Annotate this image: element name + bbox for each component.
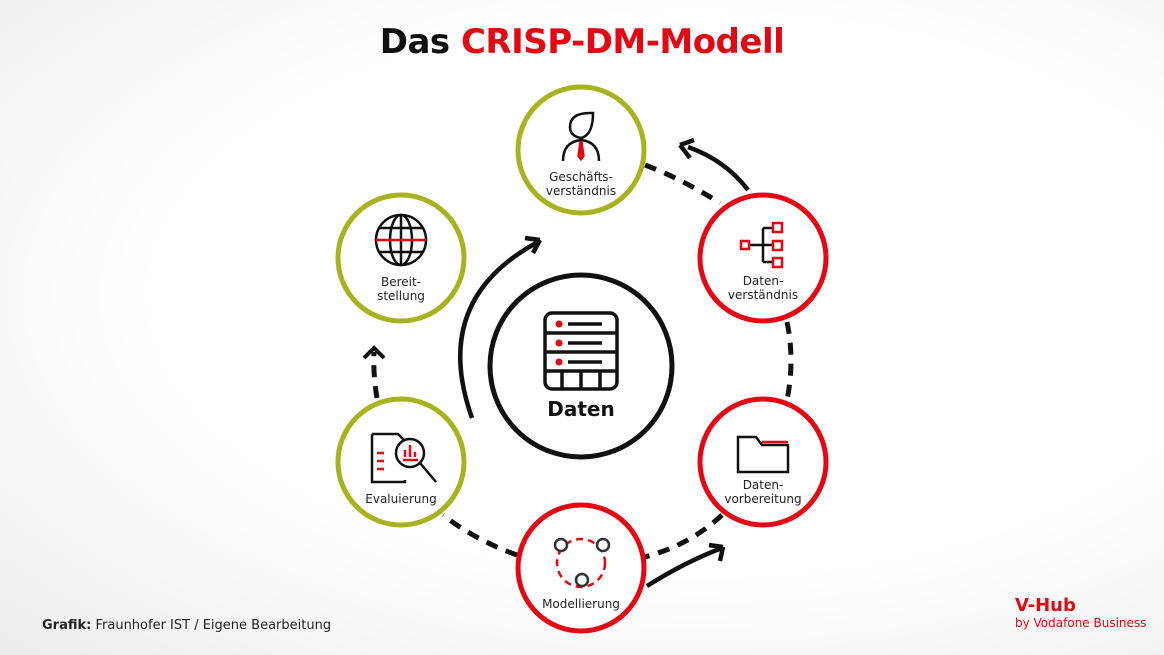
phase-label-line1: Evaluierung xyxy=(365,492,436,506)
hierarchy-icon xyxy=(739,221,784,269)
phase-modeling[interactable]: Modellierung xyxy=(515,502,647,634)
phase-label-line1: Geschäfts- xyxy=(549,170,613,184)
network-icon xyxy=(553,537,611,589)
arrowhead-bereitstellung xyxy=(362,345,386,360)
arrowhead-inner xyxy=(524,235,542,255)
title-prefix: Das xyxy=(379,22,450,62)
phase-evaluation[interactable]: Evaluierung xyxy=(335,396,467,528)
phase-label-line2: verständnis xyxy=(728,288,798,302)
connector-eval-bereit xyxy=(371,351,380,399)
connector-datenvorb-modell xyxy=(644,513,724,560)
phase-label-line2: verständnis xyxy=(546,184,616,198)
page-title: Das CRISP-DM-Modell xyxy=(0,22,1164,62)
credit-text: Fraunhofer IST / Eigene Bearbeitung xyxy=(95,618,332,633)
arrow-to-geschaeft xyxy=(687,144,750,192)
brand-sub: by Vodafone Business xyxy=(1015,616,1147,630)
report-magnifier-icon xyxy=(370,432,437,484)
folder-icon xyxy=(736,435,790,474)
phase-label-line1: Daten- xyxy=(743,274,784,288)
brand-logo: V-Hub by Vodafone Business xyxy=(1015,595,1146,630)
phase-label-line1: Modellierung xyxy=(542,597,620,611)
arrow-to-datenvorb xyxy=(645,545,723,588)
businessman-icon xyxy=(561,111,601,162)
brand-name: V-Hub xyxy=(1015,595,1076,616)
connector-modell-eval xyxy=(441,513,518,558)
arrowhead-datenvorb xyxy=(708,542,726,562)
phase-label-line2: vorbereitung xyxy=(724,492,801,506)
connector-datenverst-datenvorb xyxy=(784,321,794,401)
phase-business-understanding[interactable]: Geschäfts- verständnis xyxy=(515,84,647,216)
phase-data-preparation[interactable]: Daten- vorbereitung xyxy=(697,396,829,528)
phase-label-line2: stellung xyxy=(377,289,425,303)
arrowhead-geschaeft xyxy=(678,137,695,160)
solid-arrows xyxy=(458,137,750,588)
globe-icon xyxy=(374,213,428,267)
dashed-connectors xyxy=(371,162,794,560)
image-credit: Grafik: Fraunhofer IST / Eigene Bearbeit… xyxy=(42,618,331,633)
phase-deployment[interactable]: Bereit- stellung xyxy=(335,192,467,324)
title-highlight: CRISP-DM-Modell xyxy=(460,22,785,62)
arrow-inner-cycle xyxy=(458,240,540,419)
phase-label-line1: Bereit- xyxy=(381,275,421,289)
phase-data-understanding[interactable]: Daten- verständnis xyxy=(697,192,829,324)
center-label: Daten xyxy=(547,397,614,421)
credit-label: Grafik: xyxy=(42,618,92,633)
phase-label-line1: Daten- xyxy=(743,478,784,492)
center-data-circle: Daten xyxy=(487,272,675,460)
connector-geschaeft-datenverst xyxy=(644,162,722,206)
server-icon xyxy=(543,311,619,391)
